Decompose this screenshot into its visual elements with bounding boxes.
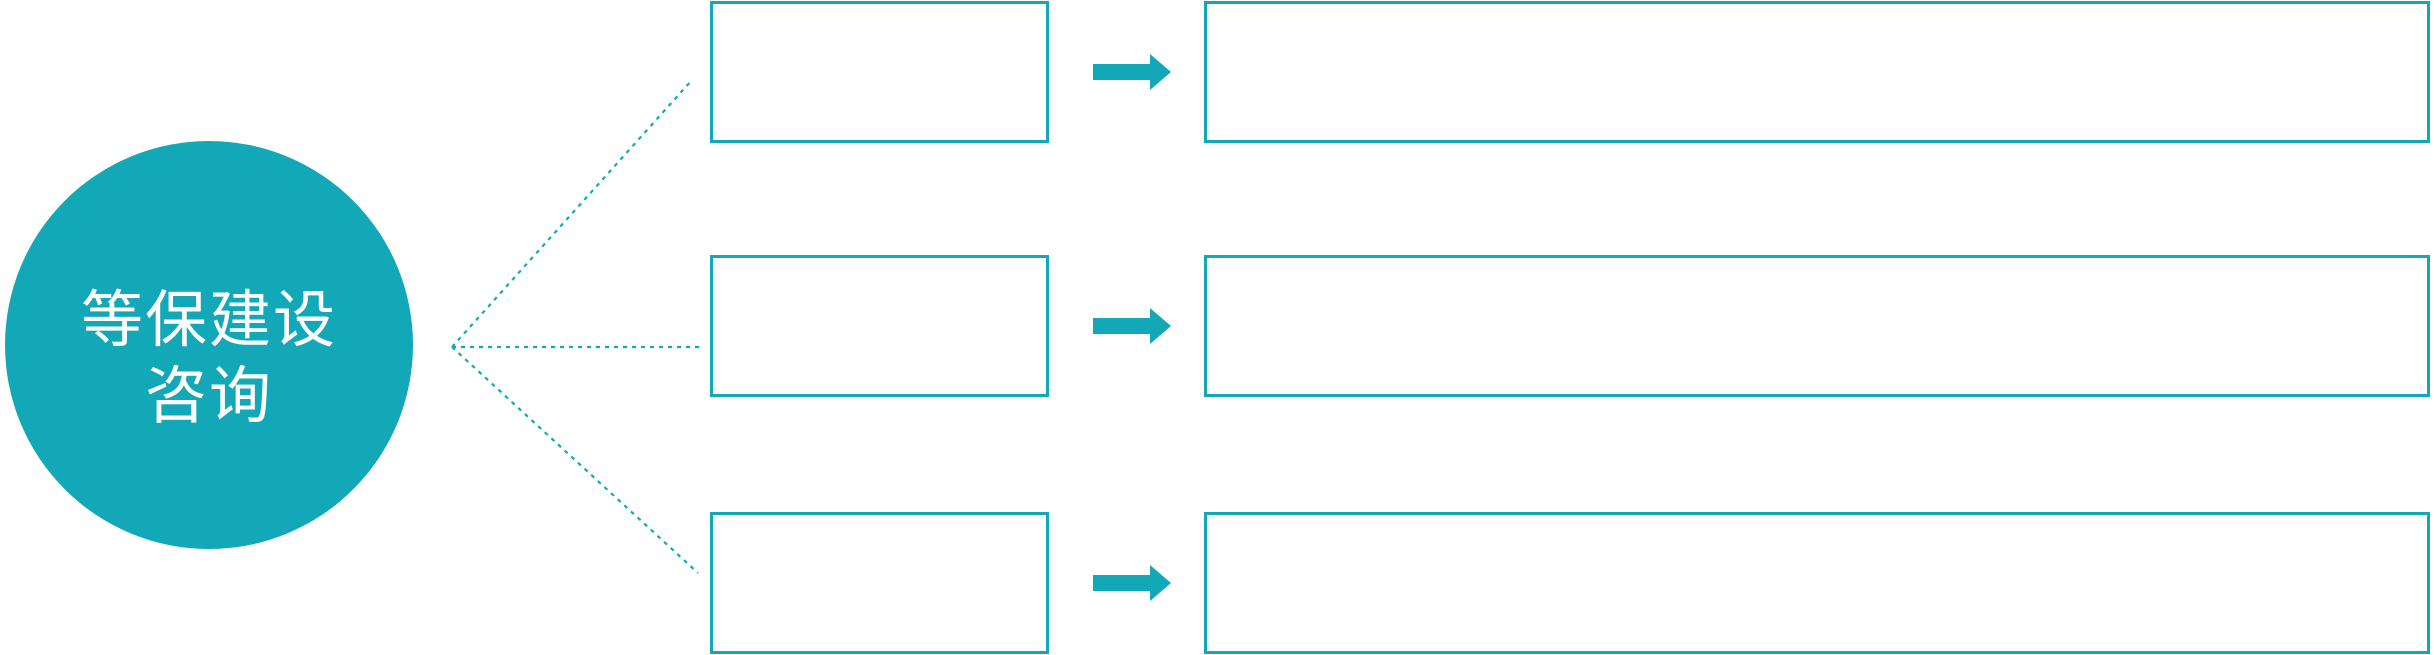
large-placeholder-box-2 — [1204, 255, 2430, 397]
small-placeholder-box-3 — [710, 512, 1049, 654]
dotted-connector-line-bottom — [451, 346, 699, 574]
arrow-right-shape — [1093, 54, 1171, 90]
arrow-right-icon — [1093, 308, 1171, 344]
root-node-label-line-2: 咨询 — [144, 362, 273, 431]
small-placeholder-box-1 — [710, 1, 1049, 143]
root-node-label-line-1: 等保建设 — [80, 286, 337, 355]
dotted-connector-line-top — [451, 79, 693, 348]
arrow-right-shape — [1093, 565, 1171, 601]
root-node-circle: 等保建设 咨询 — [5, 141, 413, 549]
arrow-right-icon — [1093, 54, 1171, 90]
small-placeholder-box-2 — [710, 255, 1049, 397]
large-placeholder-box-1 — [1204, 1, 2430, 143]
arrow-right-shape — [1093, 308, 1171, 344]
arrow-right-icon — [1093, 565, 1171, 601]
large-placeholder-box-3 — [1204, 512, 2430, 654]
